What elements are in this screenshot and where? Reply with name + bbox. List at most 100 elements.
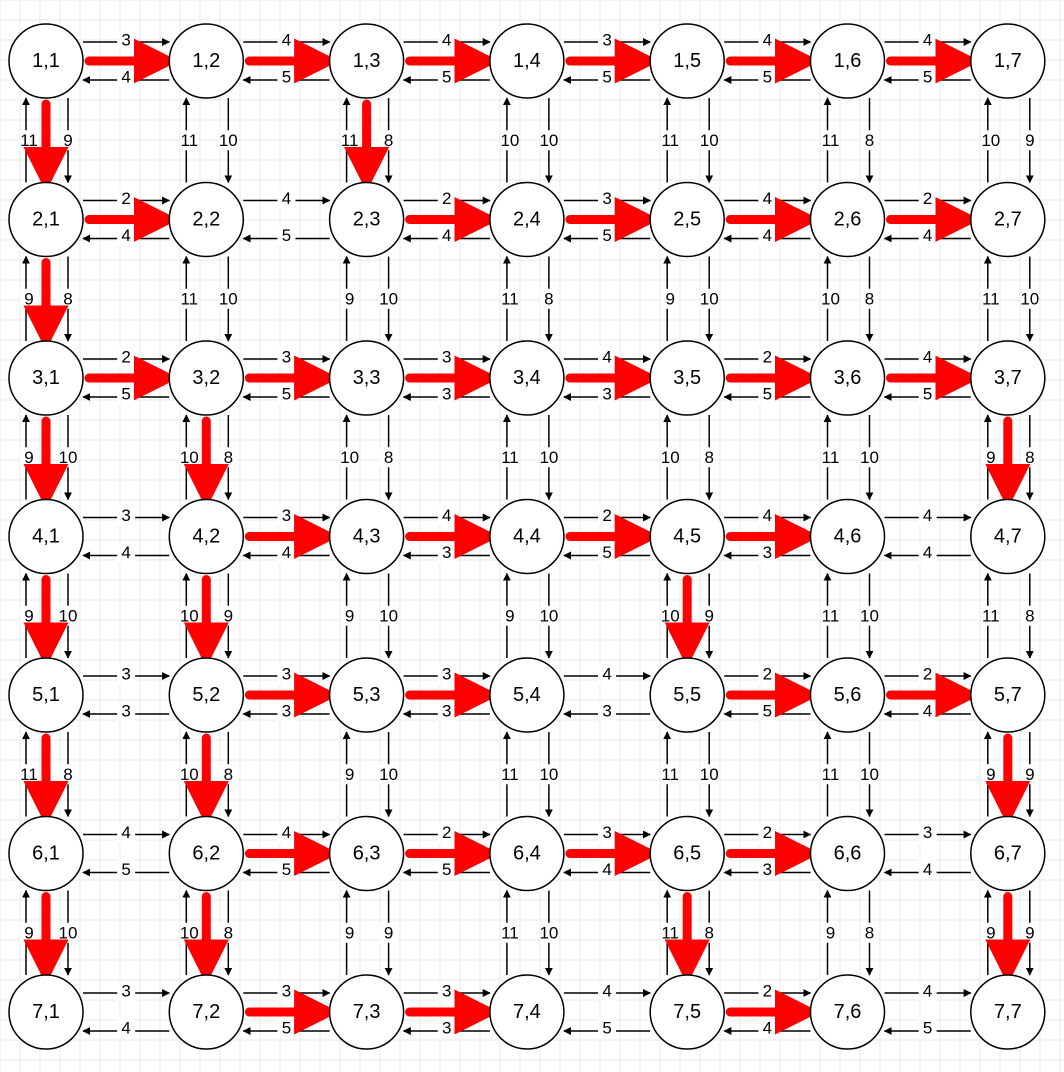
edge-weight-label: 10 [821, 289, 840, 308]
edge-weight-label: 9 [224, 606, 233, 625]
edge-weight-label: 11 [180, 289, 198, 308]
node-label: 3,5 [673, 367, 701, 389]
edge-weight-label-bg [20, 288, 38, 309]
edge-weight-label: 3 [602, 31, 611, 50]
edge-weight-label: 4 [602, 860, 611, 879]
edge-weight-label-bg [437, 384, 456, 404]
edge-weight-label-bg [437, 188, 456, 209]
edge-weight-label: 3 [442, 982, 451, 1001]
node-circle [489, 181, 565, 258]
node-label: 2,5 [673, 209, 701, 231]
edge-weight-label-bg [758, 67, 777, 87]
node-circle [8, 23, 84, 99]
graph-node: 3,6 [809, 340, 886, 416]
edge-weight-label: 4 [763, 506, 772, 525]
node-label: 4,3 [353, 526, 381, 548]
edge-weight-label: 9 [24, 289, 33, 308]
edge-weight-label: 2 [763, 823, 772, 842]
edge-weight-label: 9 [986, 448, 995, 467]
edge-weight-label: 3 [763, 860, 772, 879]
edge-weight-label-bg [661, 764, 680, 785]
edge-weight-label-bg [700, 447, 719, 468]
edge-weight-label: 11 [180, 131, 198, 150]
edge-weight-label: 11 [341, 131, 359, 150]
edge-weight-label-bg [598, 225, 617, 246]
node-circle [970, 815, 1046, 892]
edge-weight-label-bg [500, 922, 519, 943]
edge-weight-label: 10 [860, 765, 879, 784]
node-circle [489, 498, 565, 575]
edge-weight-label-bg [758, 1018, 777, 1038]
node-label: 2,7 [994, 209, 1022, 231]
edge-weight-label-bg [117, 701, 136, 721]
graph-node: 1,6 [809, 23, 886, 99]
edge-weight-label-bg [117, 225, 136, 246]
node-label: 2,3 [353, 209, 381, 231]
edge-weight-label: 10 [860, 606, 879, 625]
edge-weight-label-bg [539, 922, 558, 943]
edge-weight-label: 4 [282, 823, 291, 842]
edge-weight-label-bg [20, 605, 38, 626]
edge-weight-label: 10 [180, 606, 199, 625]
edge-weight-label: 3 [121, 665, 130, 684]
graph-node: 7,5 [649, 974, 725, 1050]
edge-weight-label-bg [860, 130, 879, 151]
node-circle [970, 23, 1046, 99]
node-circle [8, 340, 84, 416]
graph-node: 5,6 [809, 657, 886, 733]
graph-node: 1,3 [328, 23, 405, 99]
edge-weight-label-bg [437, 859, 456, 880]
edge-weight-label: 9 [345, 923, 354, 942]
node-label: 7,1 [32, 1001, 60, 1023]
node-circle [168, 181, 245, 258]
graph-node: 4,6 [809, 498, 886, 575]
edge-weight-label-bg [437, 505, 456, 526]
edge-weight-label-bg [180, 922, 199, 943]
edge-weight-label: 8 [224, 765, 233, 784]
edge-weight-label-bg [918, 701, 937, 721]
edge-weight-label: 9 [704, 606, 713, 625]
edge-weight-label: 3 [282, 982, 291, 1001]
graph-node: 5,1 [8, 657, 84, 733]
node-label: 1,2 [192, 50, 220, 72]
edge-weight-label: 5 [282, 68, 291, 87]
edge-weight-label: 8 [63, 765, 72, 784]
edge-weight-label: 10 [379, 606, 398, 625]
edge-weight-label-bg [437, 67, 456, 87]
edge-weight-label: 5 [602, 68, 611, 87]
node-circle [168, 657, 245, 733]
edge-weight-label-bg [918, 1018, 937, 1038]
edge-weight-label: 8 [704, 923, 713, 942]
graph-node: 7,7 [970, 974, 1046, 1050]
node-circle [489, 974, 565, 1050]
graph-node: 5,5 [649, 657, 725, 733]
graph-node: 7,1 [8, 974, 84, 1050]
edge-weight-label: 3 [442, 702, 451, 721]
edge-weight-label: 10 [539, 448, 558, 467]
node-label: 1,4 [513, 50, 541, 72]
edge-weight-label-bg [437, 542, 456, 563]
edge-weight-label: 9 [1025, 131, 1034, 150]
edge-weight-label-bg [340, 605, 359, 626]
graph-node: 6,1 [8, 815, 84, 892]
edge-weight-label-bg [539, 447, 558, 468]
edge-weight-label: 5 [121, 385, 130, 404]
edge-weight-label-bg [180, 130, 199, 151]
edge-weight-label: 5 [763, 702, 772, 721]
edge-weight-label-bg [277, 701, 296, 721]
node-circle [649, 974, 725, 1050]
edge-weight-label: 10 [180, 765, 199, 784]
edge-weight-label-bg [219, 764, 238, 785]
graph-node: 1,2 [168, 23, 245, 99]
edge-weight-label: 8 [865, 289, 874, 308]
node-label: 6,1 [32, 843, 60, 865]
node-circle [489, 340, 565, 416]
edge-weight-label: 2 [121, 189, 130, 208]
edge-weight-label: 4 [923, 348, 932, 367]
graph-node: 6,3 [328, 815, 405, 892]
edge-weight-label: 4 [763, 1019, 772, 1038]
graph-node: 3,5 [649, 340, 725, 416]
edge-weight-label: 2 [442, 189, 451, 208]
graph-node: 1,7 [970, 23, 1046, 99]
edge-weight-label-bg [20, 922, 38, 943]
